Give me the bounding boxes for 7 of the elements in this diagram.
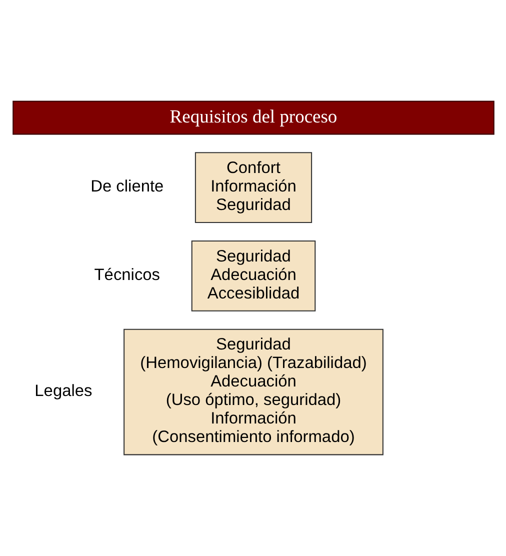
node-box: Seguridad Adecuación Accesiblidad xyxy=(190,240,316,312)
node-label: De cliente xyxy=(90,178,164,196)
node-box: Confort Información Seguridad xyxy=(194,152,312,224)
node-label: Técnicos xyxy=(94,266,160,284)
node-label: Legales xyxy=(34,382,92,400)
node-box: Seguridad (Hemovigilancia) (Trazabilidad) Adecuación (Uso óptimo, seguridad) Información (Consentimiento informado) xyxy=(123,328,383,456)
node-box: Requisitos del proceso xyxy=(12,100,494,135)
